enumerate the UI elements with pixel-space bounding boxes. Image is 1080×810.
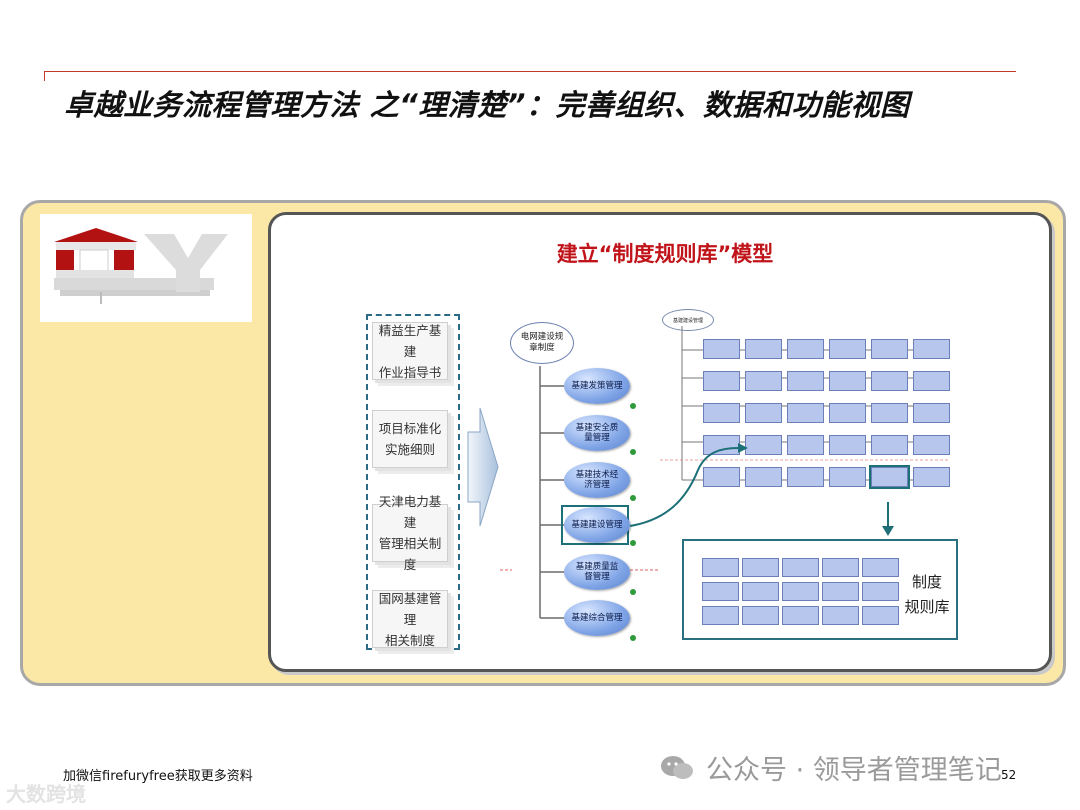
repository-cell <box>862 558 899 577</box>
repository-cell <box>702 582 739 601</box>
watermark: 公众号 · 领导者管理笔记 <box>660 748 1002 787</box>
node-label: 基建建设管理 <box>571 520 622 530</box>
node-label: 基建安全质 <box>576 423 619 433</box>
repository-label: 制度 规则库 <box>898 570 956 620</box>
wechat-icon <box>660 754 694 782</box>
node-label: 督管理 <box>576 572 619 582</box>
diagram-title: 建立“制度规则库”模型 <box>0 238 1080 268</box>
doc-line: 精益生产基建 <box>373 320 447 362</box>
rule-cell <box>703 371 740 391</box>
rule-cell <box>871 371 908 391</box>
rule-cell <box>787 403 824 423</box>
rule-cell <box>787 339 824 359</box>
title-rule <box>44 71 1016 72</box>
rule-cell <box>703 339 740 359</box>
node-label: 济管理 <box>576 480 619 490</box>
rule-cell <box>913 403 950 423</box>
rule-cell <box>871 403 908 423</box>
doc-line: 管理相关制度 <box>373 533 447 575</box>
rule-cell <box>829 371 866 391</box>
rule-cell <box>787 371 824 391</box>
rule-cell <box>829 403 866 423</box>
doc-line: 国网基建管理 <box>373 588 447 630</box>
rule-cell <box>745 339 782 359</box>
repository-cell <box>782 606 819 625</box>
repository-cell <box>862 606 899 625</box>
repository-cell <box>742 582 779 601</box>
page-number: 52 <box>1001 768 1016 782</box>
company-logo <box>40 214 252 322</box>
source-document: 国网基建管理相关制度 <box>372 590 448 648</box>
doc-line: 项目标准化 <box>379 418 442 439</box>
corner-watermark: 大数跨境 <box>6 778 86 807</box>
logo-graphic <box>40 214 252 322</box>
node-label: 基建发策管理 <box>571 381 622 391</box>
node-label: 章制度 <box>521 343 564 354</box>
repository-cell <box>742 558 779 577</box>
repository-grid <box>702 558 899 625</box>
title-rule-tick <box>44 71 45 81</box>
repository-cell <box>702 558 739 577</box>
source-document: 精益生产基建作业指导书 <box>372 322 448 380</box>
tree-node: 基建综合管理 <box>564 600 630 636</box>
rule-cell <box>745 403 782 423</box>
node-label: 量管理 <box>576 433 619 443</box>
node-label: 基建质量监 <box>576 562 619 572</box>
footer-contact-text: 加微信firefuryfree获取更多资料 <box>63 765 253 784</box>
tree-node-selected: 基建建设管理 <box>564 507 630 543</box>
repository-cell <box>822 606 859 625</box>
rule-cell <box>913 371 950 391</box>
slide-title: 卓越业务流程管理方法 之“理清楚”：完善组织、数据和功能视图 <box>64 82 909 124</box>
tree-root-node: 电网建设规章制度 <box>510 322 574 364</box>
node-label: 基建技术经 <box>576 470 619 480</box>
source-document: 项目标准化实施细则 <box>372 410 448 468</box>
repository-cell <box>782 558 819 577</box>
tree-node: 基建安全质量管理 <box>564 415 630 451</box>
repository-cell <box>702 606 739 625</box>
doc-line: 作业指导书 <box>373 362 447 383</box>
repository-cell <box>742 606 779 625</box>
rule-cell <box>913 339 950 359</box>
tree-node: 基建发策管理 <box>564 368 630 404</box>
link-arrows <box>626 440 926 540</box>
repository-cell <box>822 582 859 601</box>
source-document: 天津电力基建管理相关制度 <box>372 504 448 562</box>
repository-cell <box>822 558 859 577</box>
watermark-text: 公众号 · 领导者管理笔记 <box>706 748 1002 787</box>
doc-line: 实施细则 <box>379 439 442 460</box>
rule-cell <box>745 371 782 391</box>
rule-cell <box>829 339 866 359</box>
doc-line: 天津电力基建 <box>373 491 447 533</box>
rule-cell <box>703 403 740 423</box>
repository-label-line: 规则库 <box>898 595 956 620</box>
repository-label-line: 制度 <box>898 570 956 595</box>
doc-line: 相关制度 <box>373 630 447 651</box>
node-label: 基建综合管理 <box>571 613 622 623</box>
node-label: 电网建设规 <box>521 332 564 343</box>
flow-arrow-icon <box>466 406 500 528</box>
tree-node: 基建技术经济管理 <box>564 462 630 498</box>
tree-node: 基建质量监督管理 <box>564 554 630 590</box>
repository-cell <box>862 582 899 601</box>
repository-cell <box>782 582 819 601</box>
rule-cell <box>871 339 908 359</box>
